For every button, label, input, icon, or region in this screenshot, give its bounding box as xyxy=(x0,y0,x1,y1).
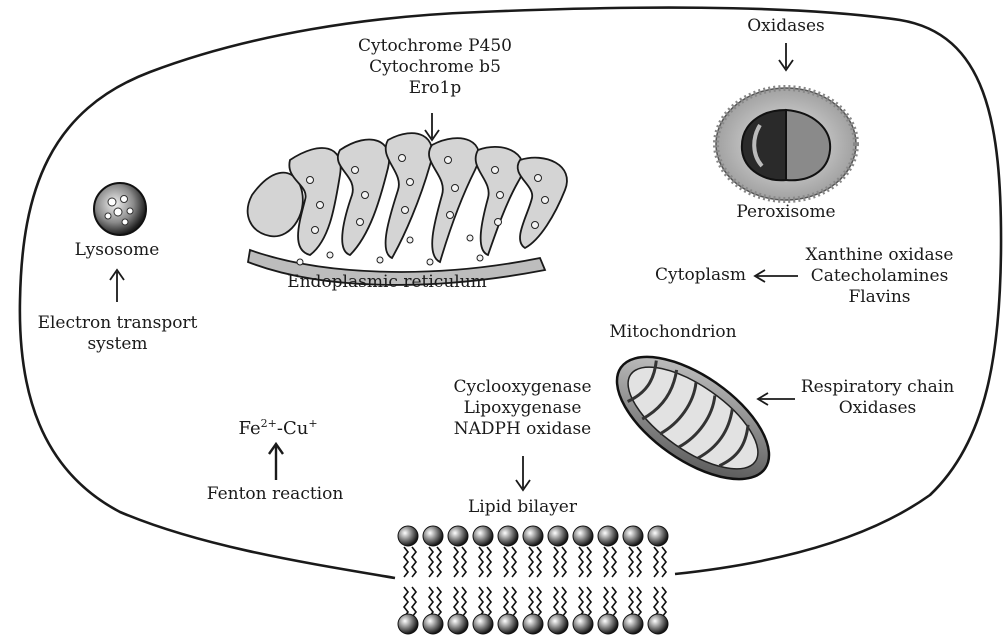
label-oxidases-peroxisome: Oxidases xyxy=(736,16,836,37)
label-endoplasmic-reticulum: Endoplasmic reticulum xyxy=(272,272,502,293)
arrow-fenton-up xyxy=(269,444,283,480)
label-lipid-bilayer: Lipid bilayer xyxy=(455,497,590,518)
mitochondrion-source-list: Respiratory chain Oxidases xyxy=(790,377,965,419)
label-cytoplasm: Cytoplasm xyxy=(648,265,753,286)
label-lipoxygenase: Lipoxygenase xyxy=(440,398,605,419)
er-enzyme-list: Cytochrome P450 Cytochrome b5 Ero1p xyxy=(335,36,535,99)
label-xanthine-oxidase: Xanthine oxidase xyxy=(792,245,967,266)
label-catecholamines: Catecholamines xyxy=(792,266,967,287)
label-cytochrome-b5: Cytochrome b5 xyxy=(335,57,535,78)
bilayer-bottom-heads xyxy=(398,614,668,634)
er-graphic xyxy=(248,133,567,285)
label-fe-charge: 2+ xyxy=(261,417,277,430)
arrow-lysosome-up xyxy=(110,270,124,302)
bilayer-tails xyxy=(404,547,666,617)
label-respiratory-chain: Respiratory chain xyxy=(790,377,965,398)
label-ero1p: Ero1p xyxy=(335,78,535,99)
label-fe: Fe xyxy=(238,418,260,439)
lipid-bilayer-graphic xyxy=(398,526,668,634)
peroxisome-graphic xyxy=(716,88,856,200)
label-peroxisome: Peroxisome xyxy=(726,202,846,223)
label-flavins: Flavins xyxy=(792,287,967,308)
electron-transport-label: Electron transport system xyxy=(25,313,210,355)
bilayer-top-heads xyxy=(398,526,668,546)
label-oxidases-mitochondrion: Oxidases xyxy=(790,398,965,419)
label-fe-cu: Fe2+-Cu+ xyxy=(218,418,338,439)
lysosome-graphic xyxy=(94,183,146,235)
lipid-enzyme-list: Cyclooxygenase Lipoxygenase NADPH oxidas… xyxy=(440,377,605,440)
arrow-lipid-down xyxy=(516,456,530,490)
label-nadph-oxidase: NADPH oxidase xyxy=(440,419,605,440)
label-fenton-reaction: Fenton reaction xyxy=(195,484,355,505)
arrow-peroxisome-down xyxy=(779,43,793,70)
label-electron-transport: Electron transport xyxy=(25,313,210,334)
label-system: system xyxy=(25,334,210,355)
arrow-er-down xyxy=(425,113,439,140)
label-cu: -Cu xyxy=(277,418,308,439)
label-cytochrome-p450: Cytochrome P450 xyxy=(335,36,535,57)
mitochondrion-graphic xyxy=(597,333,789,503)
cytoplasm-source-list: Xanthine oxidase Catecholamines Flavins xyxy=(792,245,967,308)
label-cyclooxygenase: Cyclooxygenase xyxy=(440,377,605,398)
label-lysosome: Lysosome xyxy=(62,240,172,261)
label-cu-charge: + xyxy=(308,417,317,430)
label-mitochondrion: Mitochondrion xyxy=(598,322,748,343)
